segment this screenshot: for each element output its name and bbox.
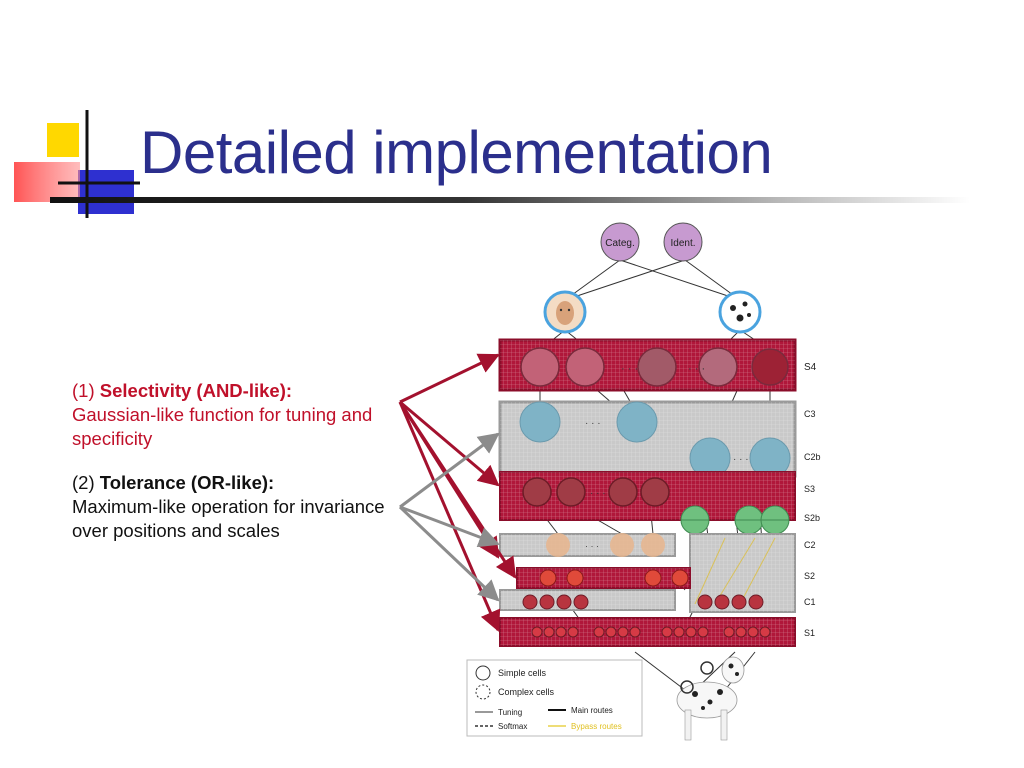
- svg-text:· · ·: · · ·: [585, 541, 599, 551]
- label-s3: S3: [804, 484, 815, 494]
- tolerance-body: Maximum-like operation for invariance ov…: [72, 496, 385, 541]
- svg-text:· · ·: · · ·: [621, 363, 638, 375]
- tolerance-number: (2): [72, 472, 95, 493]
- legend-main: Main routes: [571, 706, 613, 715]
- corner-decoration: [14, 110, 140, 218]
- tolerance-arrows: [398, 432, 500, 602]
- layer-c3: · · · · · ·: [498, 400, 797, 479]
- page-title: Detailed implementation: [140, 119, 773, 186]
- svg-text:· · ·: · · ·: [688, 363, 705, 375]
- label-s2: S2: [804, 571, 815, 581]
- label-c1: C1: [804, 597, 816, 607]
- face-unit: [543, 290, 587, 334]
- legend: Simple cells Complex cells Tuning Softma…: [466, 659, 643, 737]
- label-c2: C2: [804, 540, 816, 550]
- tolerance-heading: Tolerance (OR-like):: [99, 472, 275, 493]
- legend-complex: Complex cells: [498, 687, 555, 697]
- label-s1: S1: [804, 628, 815, 638]
- layer-s2: [516, 567, 691, 589]
- layer-s4: · · · · · ·: [498, 338, 797, 392]
- label-s4: S4: [804, 362, 817, 373]
- selectivity-heading: Selectivity (AND-like):: [99, 380, 293, 401]
- label-c3: C3: [804, 409, 816, 419]
- svg-text:Ident.: Ident.: [670, 238, 695, 249]
- dog-unit: [718, 290, 762, 334]
- legend-bypass: Bypass routes: [571, 722, 622, 731]
- tolerance-point: (2) Tolerance (OR-like): Maximum-like op…: [72, 471, 392, 543]
- label-s2b: S2b: [804, 513, 820, 523]
- title-underline: [50, 197, 970, 203]
- svg-text:· · ·: · · ·: [585, 418, 601, 429]
- dalmatian-image: [676, 656, 745, 741]
- legend-softmax: Softmax: [498, 722, 527, 731]
- label-c2b: C2b: [804, 452, 821, 462]
- legend-simple: Simple cells: [498, 668, 547, 678]
- svg-text:· · ·: · · ·: [733, 454, 749, 465]
- selectivity-body: Gaussian-like function for tuning and sp…: [72, 404, 373, 449]
- svg-text:Categ.: Categ.: [605, 238, 634, 249]
- selectivity-number: (1): [72, 380, 95, 401]
- layer-s3: · · ·: [499, 471, 796, 535]
- ident-node: Ident.: [663, 222, 703, 262]
- svg-text:· · ·: · · ·: [590, 488, 606, 499]
- layer-c1: [499, 589, 764, 611]
- categ-node: Categ.: [600, 222, 640, 262]
- layer-s1: [499, 617, 796, 647]
- hierarchical-model-diagram: Categ. Ident. · · · · · · S4: [398, 222, 821, 741]
- yellow-square: [47, 123, 79, 157]
- legend-tuning: Tuning: [498, 708, 522, 717]
- selectivity-point: (1) Selectivity (AND-like): Gaussian-lik…: [72, 379, 392, 451]
